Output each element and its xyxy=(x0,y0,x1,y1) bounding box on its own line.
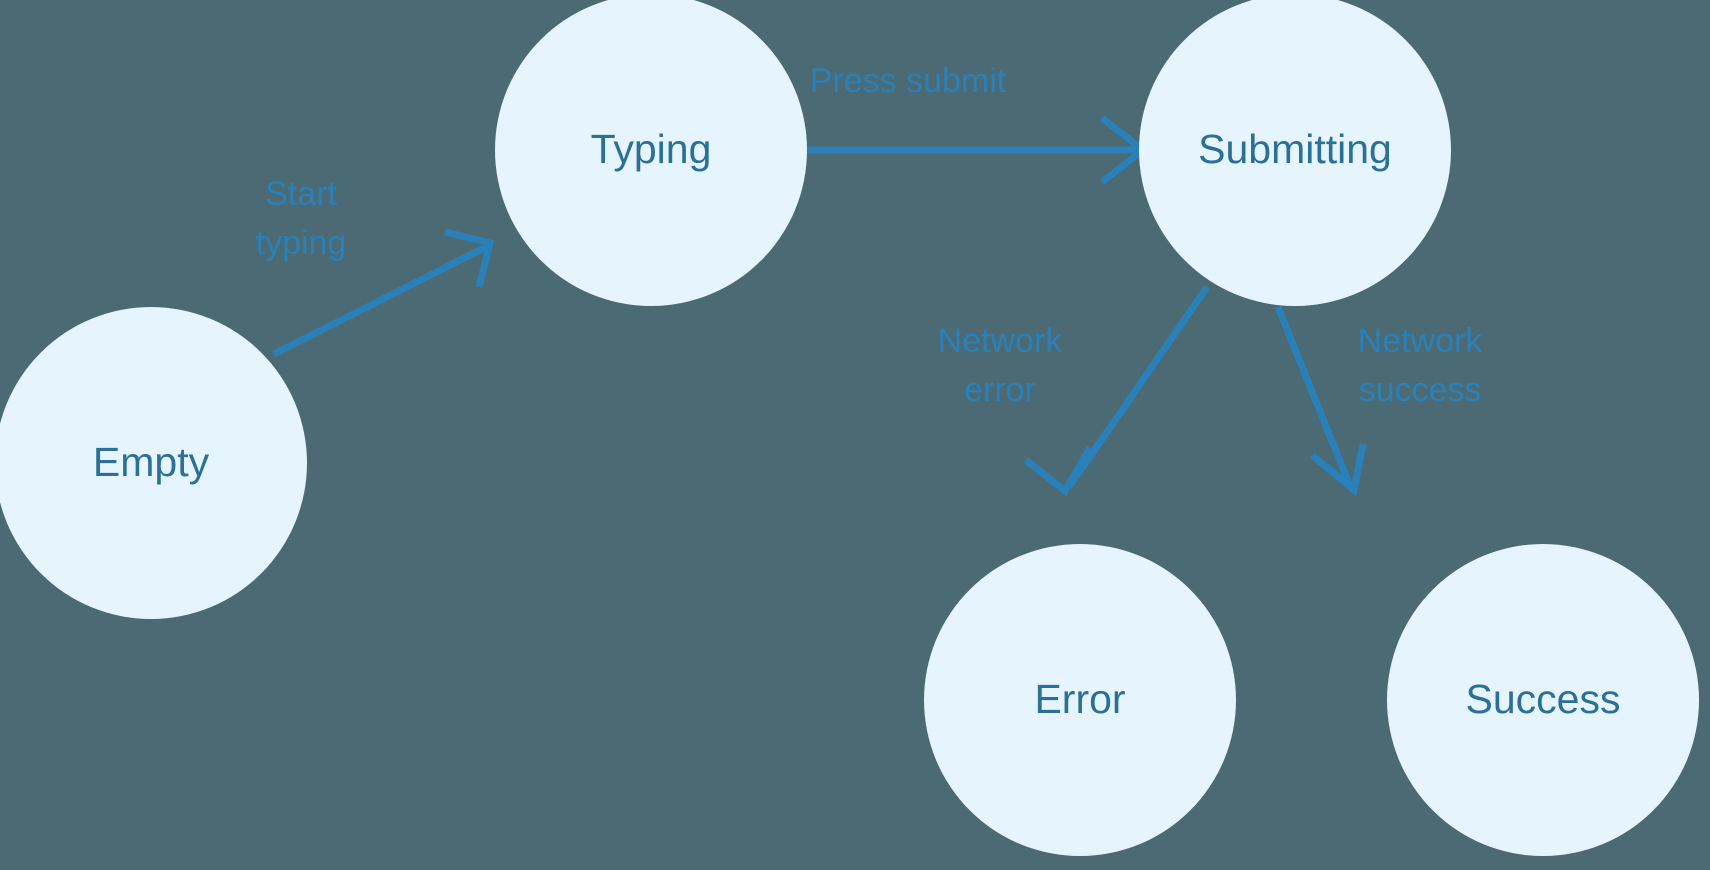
node-typing-label: Typing xyxy=(591,126,712,172)
edge-submitting-to-error-arrowhead xyxy=(1023,446,1094,497)
node-typing-circle[interactable] xyxy=(495,0,807,306)
edge-label-press-submit: Press submit xyxy=(810,62,1007,100)
node-error[interactable]: Error xyxy=(924,544,1236,856)
node-empty-label: Empty xyxy=(93,439,210,485)
edge-empty-to-typing-arrowhead xyxy=(444,228,495,288)
node-error-circle[interactable] xyxy=(924,544,1236,856)
node-error-label: Error xyxy=(1034,676,1125,722)
node-success[interactable]: Success xyxy=(1387,544,1699,856)
edge-submitting-to-error xyxy=(1023,285,1210,497)
node-success-label: Success xyxy=(1466,676,1621,722)
edge-typing-to-submitting xyxy=(767,115,1149,185)
edge-label-start-typing-line-2: typing xyxy=(256,224,347,262)
edge-submitting-to-error-line xyxy=(1066,285,1210,489)
edge-label-network-error-line-1: Network xyxy=(938,322,1064,360)
edge-empty-to-typing-line xyxy=(272,242,490,358)
node-success-circle[interactable] xyxy=(1387,544,1699,856)
edge-label-network-success-line-1: Network xyxy=(1358,322,1484,360)
edge-label-network-error-line-2: error xyxy=(964,371,1036,409)
edge-label-start-typing-line-1: Start xyxy=(265,175,337,213)
edge-empty-to-typing xyxy=(272,228,495,358)
node-submitting[interactable]: Submitting xyxy=(1139,0,1451,306)
node-empty-circle[interactable] xyxy=(0,307,307,619)
edge-label-press-submit-line-1: Press submit xyxy=(810,62,1007,100)
edge-label-network-success-line-2: success xyxy=(1359,371,1482,409)
edge-label-network-error: Network error xyxy=(938,322,1064,409)
edge-submitting-to-success-line xyxy=(1274,305,1354,488)
edge-label-network-success: Network success xyxy=(1358,322,1484,409)
node-empty[interactable]: Empty xyxy=(0,307,307,619)
edge-label-start-typing: Start typing xyxy=(256,175,347,262)
node-submitting-circle[interactable] xyxy=(1139,0,1451,306)
edge-submitting-to-success xyxy=(1274,305,1367,497)
node-typing[interactable]: Typing xyxy=(495,0,807,306)
node-submitting-label: Submitting xyxy=(1198,126,1392,172)
edge-submitting-to-success-arrowhead xyxy=(1309,443,1367,497)
